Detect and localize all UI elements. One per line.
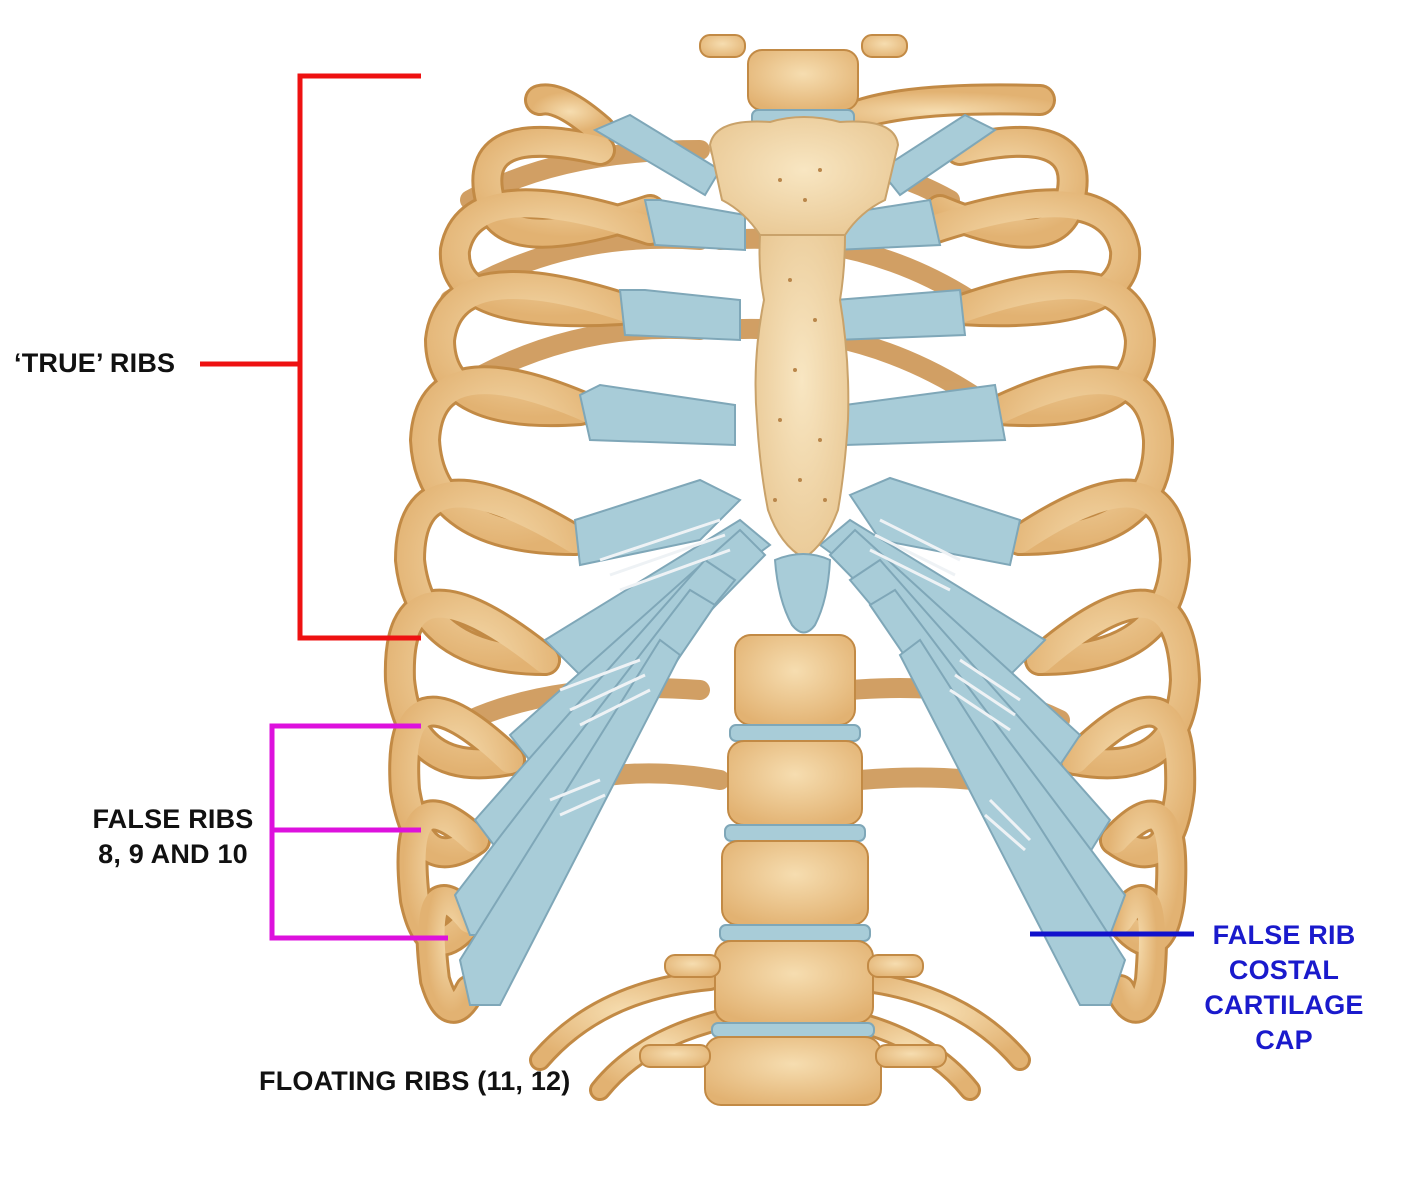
cartilage-cap-label-line4: CAP: [1255, 1025, 1313, 1055]
sternum-body: [754, 234, 850, 560]
vertebral-column: [639, 34, 947, 1106]
true-ribs-bracket: [200, 73, 421, 641]
cartilage-cap-label-line1: FALSE RIB: [1212, 920, 1356, 950]
floating-ribs-label: FLOATING RIBS (11, 12): [259, 1066, 571, 1096]
sternum-texture: [773, 168, 827, 502]
manubrium: [708, 116, 900, 236]
cartilage-cap-label-line3: CARTILAGE: [1204, 990, 1364, 1020]
true-ribs-label: ‘TRUE’ RIBS: [14, 348, 176, 378]
false-ribs-label: FALSE RIBS 8, 9 AND 10: [60, 802, 286, 872]
cartilage-cap-label: FALSE RIB COSTAL CARTILAGE CAP: [1186, 918, 1382, 1058]
false-ribs-bracket: [269, 723, 448, 941]
xiphoid-process: [773, 553, 832, 634]
false-ribs-label-line1: FALSE RIBS: [92, 804, 254, 834]
costoxiphoid-ligaments: [549, 518, 1032, 852]
sternum: [708, 116, 900, 634]
cartilage-cap-label-line2: COSTAL: [1228, 955, 1340, 985]
false-ribs-label-line2: 8, 9 AND 10: [98, 839, 248, 869]
